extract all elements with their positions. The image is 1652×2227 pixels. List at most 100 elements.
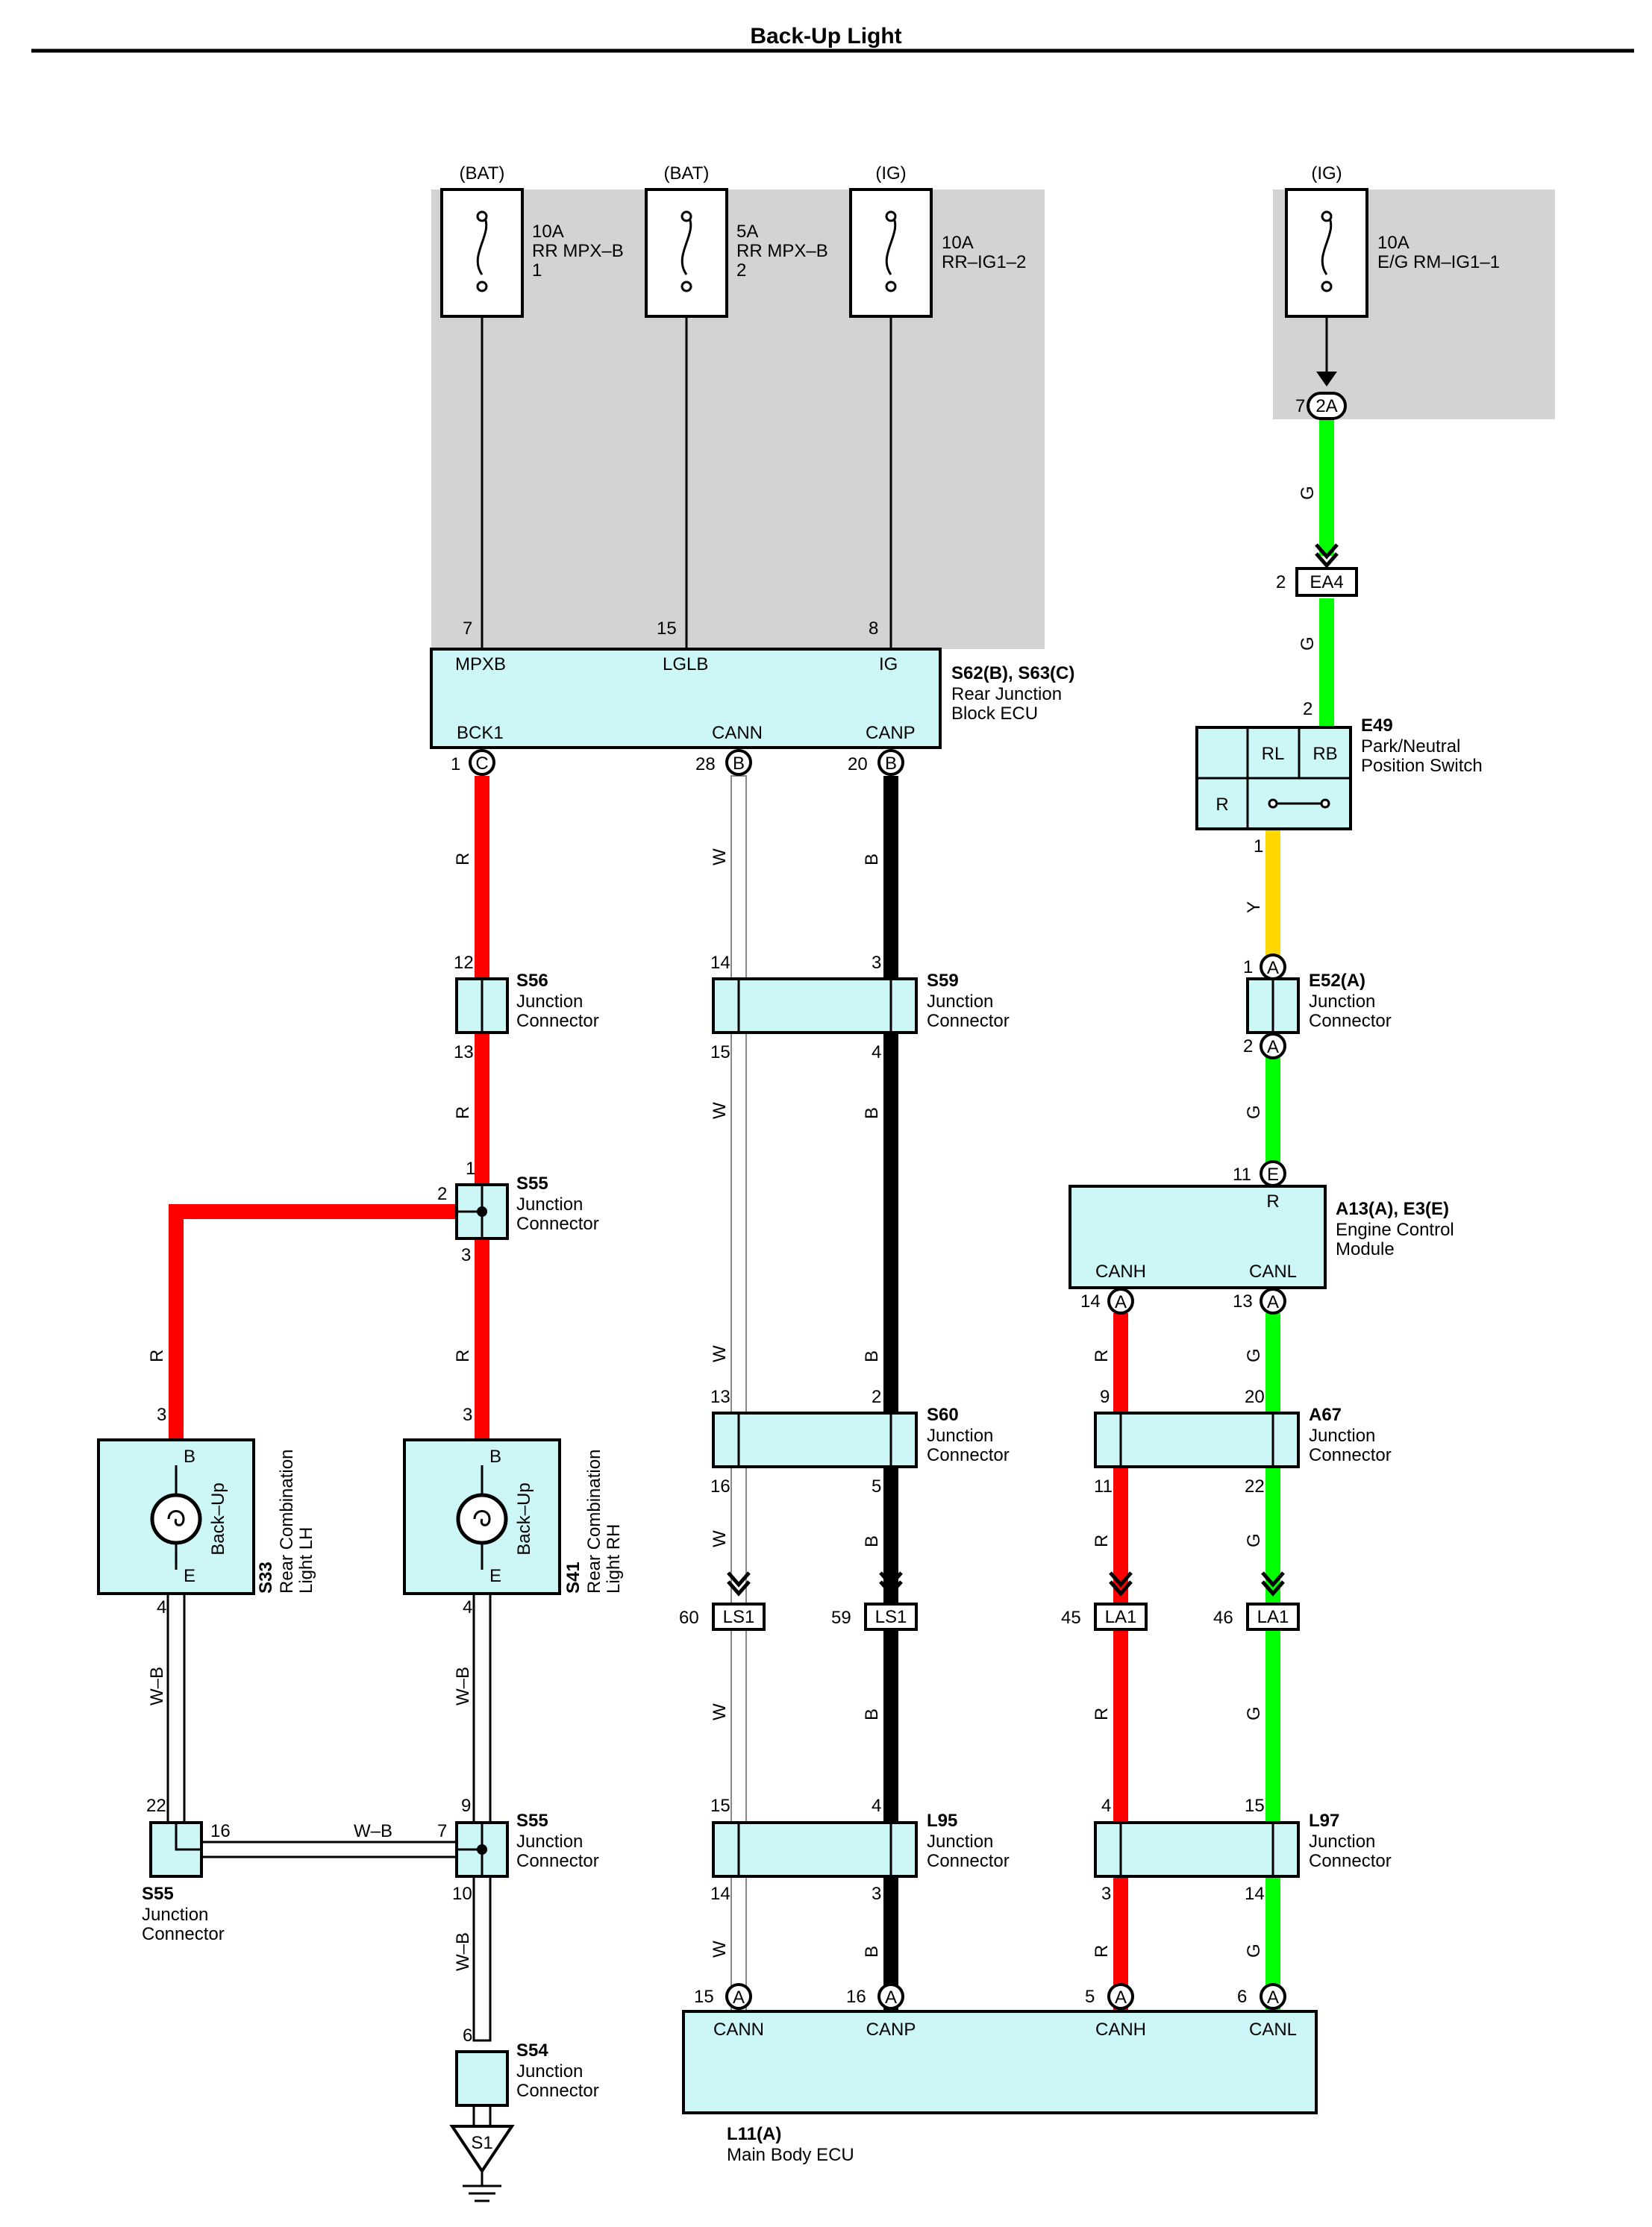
s55-junction-connector-left: 22 16 S55 Junction Connector: [142, 1796, 231, 1944]
svg-text:Position Switch: Position Switch: [1361, 756, 1483, 776]
svg-text:10A: 10A: [942, 233, 974, 253]
e52-junction-connector: 1 A 2 A E52(A) Junction Connector: [1243, 953, 1392, 1059]
wire-label-b: B: [862, 1350, 882, 1362]
svg-text:2: 2: [872, 1387, 881, 1407]
svg-text:20: 20: [848, 754, 868, 774]
svg-text:B: B: [885, 754, 897, 774]
svg-text:1: 1: [1243, 957, 1253, 977]
svg-text:15: 15: [710, 1042, 730, 1062]
svg-text:15: 15: [694, 1987, 714, 2007]
svg-text:S54: S54: [516, 2040, 548, 2061]
svg-text:59: 59: [831, 1608, 851, 1628]
svg-text:15: 15: [710, 1796, 730, 1816]
svg-text:4: 4: [1101, 1796, 1111, 1816]
svg-text:Connector: Connector: [1309, 1011, 1392, 1031]
svg-text:CANP: CANP: [866, 2020, 916, 2040]
svg-text:A: A: [1267, 958, 1279, 978]
rear-combination-light-rh: 3 B E Back–Up 4 S41 Rear Combination Lig…: [403, 1405, 624, 1617]
fuse-2: (BAT) 5A RR MPX–B 2: [645, 163, 828, 318]
svg-text:Connector: Connector: [1309, 1851, 1392, 1871]
svg-text:L97: L97: [1309, 1811, 1339, 1831]
svg-text:S55: S55: [516, 1811, 548, 1831]
svg-text:5: 5: [872, 1476, 881, 1497]
wire-label-w: W: [710, 1703, 730, 1720]
svg-text:Connector: Connector: [142, 1924, 225, 1944]
svg-text:1: 1: [466, 1159, 475, 1179]
svg-text:CANL: CANL: [1249, 2020, 1297, 2040]
svg-text:R: R: [1215, 795, 1228, 815]
svg-text:5A: 5A: [736, 222, 758, 242]
svg-text:E: E: [489, 1566, 501, 1586]
wire-label-b: B: [862, 853, 882, 865]
svg-text:22: 22: [146, 1796, 166, 1816]
svg-text:A: A: [733, 1988, 745, 2008]
svg-text:A: A: [1267, 1037, 1279, 1057]
svg-text:S1: S1: [471, 2133, 492, 2153]
ground-icon: S1: [449, 2125, 515, 2202]
svg-text:S55: S55: [142, 1884, 174, 1904]
svg-text:Connector: Connector: [927, 1011, 1010, 1031]
svg-text:4: 4: [463, 1597, 472, 1617]
svg-text:Light LH: Light LH: [296, 1527, 316, 1594]
svg-text:11: 11: [1233, 1165, 1251, 1185]
svg-text:7: 7: [437, 1821, 447, 1841]
svg-text:3: 3: [872, 1884, 881, 1904]
svg-text:CANN: CANN: [713, 2020, 764, 2040]
l95-junction-connector: 15 4 14 3 L95 Junction Connector: [710, 1796, 1010, 1904]
svg-text:L95: L95: [927, 1811, 957, 1831]
wire-label-b: B: [862, 1708, 882, 1720]
svg-text:RR–IG1–2: RR–IG1–2: [942, 252, 1026, 272]
svg-text:3: 3: [1101, 1884, 1111, 1904]
svg-text:IG: IG: [879, 654, 898, 674]
svg-text:A: A: [1267, 1988, 1279, 2008]
svg-text:S55: S55: [516, 1174, 548, 1194]
svg-text:3: 3: [157, 1405, 166, 1425]
wire-label-g: G: [1298, 486, 1318, 500]
svg-text:S33: S33: [256, 1562, 276, 1594]
svg-text:11: 11: [1094, 1476, 1113, 1497]
svg-text:S59: S59: [927, 971, 959, 991]
svg-text:14: 14: [710, 953, 730, 973]
wire-label-w: W: [710, 1102, 730, 1119]
svg-text:7: 7: [1295, 396, 1305, 416]
park-neutral-position-switch: 2 RL RB R E49 Park/Neutral Position Swit…: [1195, 699, 1483, 856]
svg-text:CANP: CANP: [866, 723, 916, 743]
svg-text:1: 1: [451, 754, 460, 774]
svg-text:Main Body ECU: Main Body ECU: [727, 2145, 854, 2165]
svg-text:9: 9: [1100, 1387, 1110, 1407]
svg-text:(BAT): (BAT): [460, 163, 505, 184]
svg-text:A: A: [885, 1988, 897, 2008]
wire-label-w: W: [710, 1345, 730, 1362]
svg-text:3: 3: [872, 953, 881, 973]
svg-text:Junction: Junction: [927, 1832, 993, 1852]
svg-text:MPXB: MPXB: [455, 654, 506, 674]
svg-text:Connector: Connector: [927, 1445, 1010, 1465]
svg-text:S56: S56: [516, 971, 548, 991]
wire-label-w: W: [710, 1530, 730, 1547]
svg-text:Junction: Junction: [142, 1905, 208, 1925]
svg-text:LA1: LA1: [1257, 1607, 1289, 1627]
svg-text:20: 20: [1245, 1387, 1265, 1407]
svg-text:4: 4: [872, 1042, 881, 1062]
svg-text:13: 13: [710, 1387, 730, 1407]
svg-text:16: 16: [210, 1821, 231, 1841]
page-title: Back-Up Light: [750, 24, 901, 48]
svg-text:14: 14: [710, 1884, 730, 1904]
svg-text:3: 3: [461, 1245, 471, 1265]
connector-ea4: 2 EA4: [1276, 543, 1358, 597]
svg-text:A: A: [1115, 1292, 1127, 1312]
svg-text:13: 13: [454, 1042, 474, 1062]
wire-label-r: R: [453, 1106, 473, 1119]
svg-text:46: 46: [1213, 1608, 1233, 1628]
svg-text:Junction: Junction: [927, 992, 993, 1012]
svg-text:A13(A), E3(E): A13(A), E3(E): [1336, 1199, 1449, 1219]
wire-label-r: R: [1092, 1350, 1112, 1362]
wire-label-wb: W–B: [453, 1932, 473, 1971]
s59-junction-connector: 14 3 15 4 S59 Junction Connector: [710, 953, 1010, 1062]
arrow-2a: [1316, 372, 1337, 386]
svg-text:14: 14: [1080, 1291, 1101, 1312]
wire-label-g: G: [1244, 1105, 1264, 1119]
svg-text:Junction: Junction: [927, 1426, 993, 1446]
svg-text:RL: RL: [1262, 744, 1285, 764]
wire-label-r: R: [147, 1350, 167, 1362]
